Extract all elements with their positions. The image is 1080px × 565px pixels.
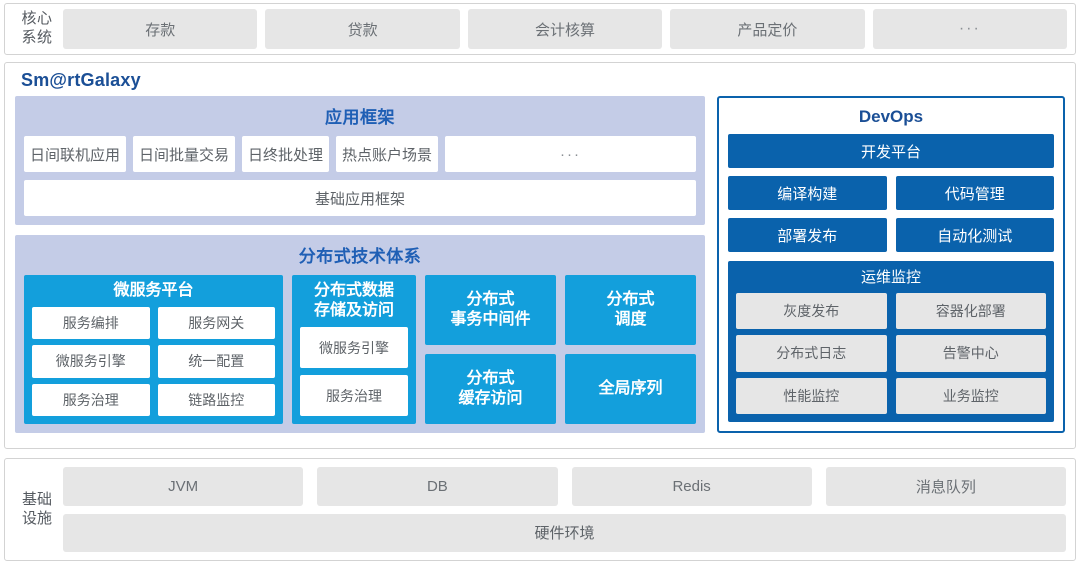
ops-item-distributed-logs[interactable]: 分布式日志 [736, 335, 887, 372]
application-framework-items: 日间联机应用 日间批量交易 日终批处理 热点账户场景 ··· [24, 136, 696, 172]
core-system-label: 核心 系统 [11, 10, 63, 48]
app-item-more[interactable]: ··· [445, 136, 696, 172]
infrastructure-label: 基础 设施 [11, 491, 63, 529]
ms-item-microservice-engine[interactable]: 微服务引擎 [32, 345, 150, 378]
app-item-daytime-online[interactable]: 日间联机应用 [24, 136, 127, 172]
devops-items: 编译构建 代码管理 部署发布 自动化测试 [728, 176, 1054, 252]
ops-item-container-deploy[interactable]: 容器化部署 [895, 293, 1046, 330]
devops-title: DevOps [858, 107, 924, 126]
tile-distributed-cache[interactable]: 分布式 缓存访问 [425, 354, 556, 424]
smartgalaxy-title: Sm@rtGalaxy [21, 70, 141, 90]
infrastructure-items: JVM DB Redis 消息队列 [63, 467, 1066, 506]
distributed-storage-column: 分布式数据 存储及访问 微服务引擎 服务治理 [292, 275, 416, 424]
application-framework-base[interactable]: 基础应用框架 [24, 180, 696, 216]
tile-distributed-cache-line2: 缓存访问 [458, 390, 523, 407]
core-system-section: 核心 系统 存款 贷款 会计核算 产品定价 ··· [4, 3, 1076, 55]
core-system-label-line1: 核心 [21, 10, 53, 28]
core-system-item-pricing[interactable]: 产品定价 [670, 9, 865, 49]
infra-item-message-queue[interactable]: 消息队列 [825, 467, 1066, 506]
ops-item-business-monitoring[interactable]: 业务监控 [895, 377, 1046, 414]
distributed-middleware-column: 分布式 事务中间件 分布式 缓存访问 [425, 275, 556, 424]
tile-transaction-middleware-line2: 事务中间件 [450, 311, 531, 328]
distributed-technology-columns: 微服务平台 服务编排 服务网关 微服务引擎 统一配置 服务治理 链路监控 [24, 275, 696, 424]
ms-item-service-governance[interactable]: 服务治理 [32, 383, 150, 416]
devops-dev-platform[interactable]: 开发平台 [728, 134, 1054, 168]
smartgalaxy-left-column: 应用框架 日间联机应用 日间批量交易 日终批处理 热点账户场景 ··· 基础应用… [15, 96, 705, 433]
infrastructure-label-line1: 基础 [21, 490, 52, 508]
core-system-item-loan[interactable]: 贷款 [265, 9, 460, 49]
infrastructure-hardware-row: 硬件环境 [63, 513, 1066, 552]
distributed-technology-title: 分布式技术体系 [298, 247, 422, 266]
application-framework-title: 应用框架 [325, 108, 395, 127]
distributed-storage-items: 微服务引擎 服务治理 [300, 327, 408, 416]
ms-item-service-gateway[interactable]: 服务网关 [157, 306, 275, 339]
distributed-technology-section: 分布式技术体系 微服务平台 服务编排 服务网关 微服务引擎 统一配置 [15, 235, 705, 433]
distributed-storage-title: 分布式数据 存储及访问 [300, 281, 408, 320]
distributed-scheduling-column: 分布式 调度 全局序列 [565, 275, 696, 424]
tile-distributed-scheduling-line2: 调度 [614, 311, 647, 328]
ops-item-performance-monitoring[interactable]: 性能监控 [736, 377, 887, 414]
core-system-label-line2: 系统 [21, 29, 53, 46]
tile-distributed-scheduling[interactable]: 分布式 调度 [565, 275, 696, 345]
devops-item-automated-testing[interactable]: 自动化测试 [895, 218, 1054, 252]
ops-monitoring-items: 灰度发布 容器化部署 分布式日志 告警中心 性能监控 业务监控 [736, 293, 1046, 414]
application-framework-section: 应用框架 日间联机应用 日间批量交易 日终批处理 热点账户场景 ··· 基础应用… [15, 96, 705, 225]
core-system-items: 存款 贷款 会计核算 产品定价 ··· [63, 9, 1068, 49]
infrastructure-label-line2: 设施 [21, 509, 52, 527]
tile-distributed-scheduling-line1: 分布式 [606, 291, 655, 309]
core-system-item-more[interactable]: ··· [872, 9, 1068, 49]
microservice-platform-column: 微服务平台 服务编排 服务网关 微服务引擎 统一配置 服务治理 链路监控 [24, 275, 283, 424]
distributed-storage-title-line1: 分布式数据 [313, 282, 394, 299]
ms-item-service-orchestration[interactable]: 服务编排 [32, 306, 150, 339]
distributed-storage-title-line2: 存储及访问 [313, 301, 394, 319]
microservice-platform-items: 服务编排 服务网关 微服务引擎 统一配置 服务治理 链路监控 [32, 306, 275, 416]
smartgalaxy-body: 应用框架 日间联机应用 日间批量交易 日终批处理 热点账户场景 ··· 基础应用… [15, 96, 1065, 433]
ops-monitoring-title: 运维监控 [860, 269, 921, 286]
ds-item-service-governance[interactable]: 服务治理 [300, 375, 408, 416]
distributed-storage-card: 分布式数据 存储及访问 微服务引擎 服务治理 [292, 275, 416, 424]
infra-item-jvm[interactable]: JVM [63, 467, 304, 506]
app-item-eod-batch[interactable]: 日终批处理 [242, 136, 330, 172]
tile-global-sequence[interactable]: 全局序列 [565, 354, 696, 424]
tile-global-sequence-line1: 全局序列 [598, 380, 663, 398]
devops-section: DevOps 开发平台 编译构建 代码管理 部署发布 自动化测试 运维监控 灰度… [717, 96, 1065, 433]
microservice-platform-card: 微服务平台 服务编排 服务网关 微服务引擎 统一配置 服务治理 链路监控 [24, 275, 283, 424]
smartgalaxy-section: Sm@rtGalaxy 应用框架 日间联机应用 日间批量交易 日终批处理 热点账… [4, 62, 1076, 449]
ops-monitoring-card: 运维监控 灰度发布 容器化部署 分布式日志 告警中心 性能监控 业务监控 [728, 261, 1054, 422]
core-system-item-accounting[interactable]: 会计核算 [467, 9, 663, 49]
ms-item-link-monitoring[interactable]: 链路监控 [157, 383, 275, 416]
infrastructure-content: JVM DB Redis 消息队列 硬件环境 [63, 467, 1066, 552]
core-system-item-deposit[interactable]: 存款 [63, 9, 258, 49]
devops-item-compile-build[interactable]: 编译构建 [728, 176, 887, 210]
app-item-daytime-batch[interactable]: 日间批量交易 [133, 136, 236, 172]
ms-item-unified-config[interactable]: 统一配置 [157, 345, 275, 378]
infra-item-hardware[interactable]: 硬件环境 [63, 513, 1066, 552]
app-item-hot-account[interactable]: 热点账户场景 [336, 136, 439, 172]
ops-item-alert-center[interactable]: 告警中心 [895, 335, 1046, 372]
ops-item-gray-release[interactable]: 灰度发布 [736, 293, 887, 330]
infra-item-db[interactable]: DB [317, 467, 558, 506]
infra-item-redis[interactable]: Redis [571, 467, 812, 506]
devops-item-deploy-release[interactable]: 部署发布 [728, 218, 887, 252]
ds-item-microservice-engine[interactable]: 微服务引擎 [300, 327, 408, 369]
microservice-platform-title: 微服务平台 [113, 282, 194, 299]
tile-transaction-middleware-line1: 分布式 [466, 291, 515, 309]
tile-distributed-cache-line1: 分布式 [466, 370, 515, 388]
infrastructure-section: 基础 设施 JVM DB Redis 消息队列 硬件环境 [4, 458, 1076, 561]
tile-transaction-middleware[interactable]: 分布式 事务中间件 [425, 275, 556, 345]
devops-item-code-management[interactable]: 代码管理 [895, 176, 1054, 210]
